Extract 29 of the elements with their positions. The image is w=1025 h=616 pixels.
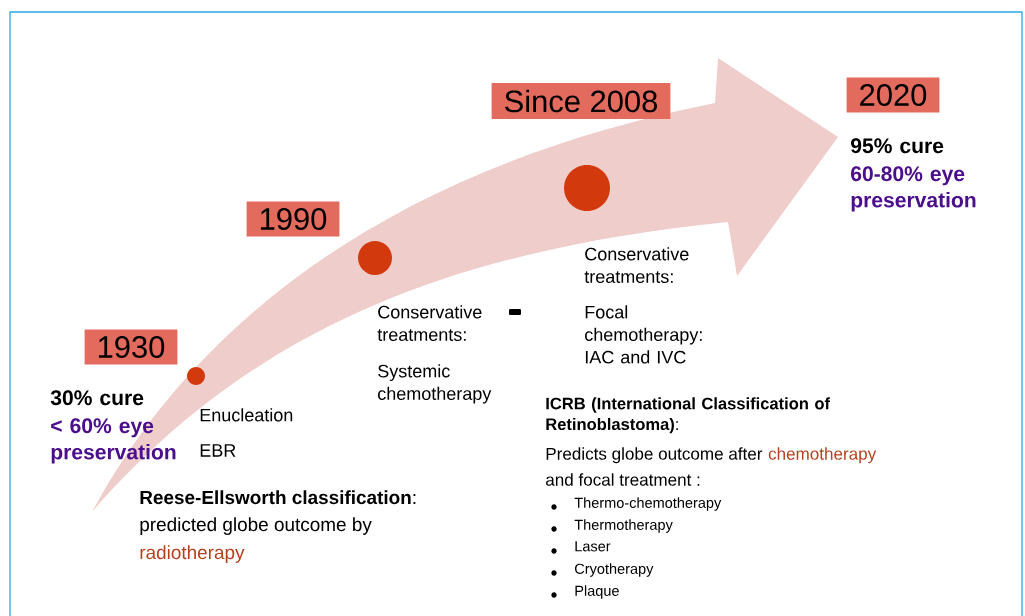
year-box: 1930 xyxy=(84,329,178,365)
outcome-text: 95% cure xyxy=(851,138,944,154)
bullet-item: Thermo-chemotherapy xyxy=(574,497,722,511)
outcome-text: 60-80% eye preservation xyxy=(851,166,976,212)
label-text: ICRB (International Classification of Retinoblastoma): xyxy=(546,397,831,434)
bullet-item: Laser xyxy=(575,541,611,552)
year-box: 1990 xyxy=(246,201,340,237)
label-text: Conservative treatments: xyxy=(377,305,482,341)
label-text: Focal chemotherapy: IAC and IVC xyxy=(585,305,702,364)
timeline-dot xyxy=(564,165,610,211)
label-text: Predicts globe outcome after xyxy=(546,447,763,464)
year-box: 2020 xyxy=(846,77,940,113)
year-box: Since 2008 xyxy=(491,82,671,119)
timeline-dot xyxy=(358,241,392,275)
bullet-item: Cryotherapy xyxy=(575,563,654,577)
label-text: and focal treatment : xyxy=(546,473,700,486)
bullet-item: Thermotherapy xyxy=(574,519,673,533)
label-text: Conservative treatments: xyxy=(584,247,689,283)
label-text: Systemic chemotherapy xyxy=(378,364,492,404)
label-text: EBR xyxy=(200,444,236,457)
label-text: radiotherapy xyxy=(140,545,245,563)
bullet-item: Plaque xyxy=(575,585,619,599)
label-text: Reese-Ellsworth classification: xyxy=(140,490,416,505)
outcome-text: < 60% eye preservation xyxy=(51,418,176,464)
label-text: Enucleation xyxy=(200,408,293,422)
label-text: predicted globe outcome by xyxy=(140,517,372,535)
label-text: chemotherapy xyxy=(768,447,877,464)
outcome-text: 30% cure xyxy=(50,390,144,406)
timeline-dot xyxy=(187,367,205,385)
